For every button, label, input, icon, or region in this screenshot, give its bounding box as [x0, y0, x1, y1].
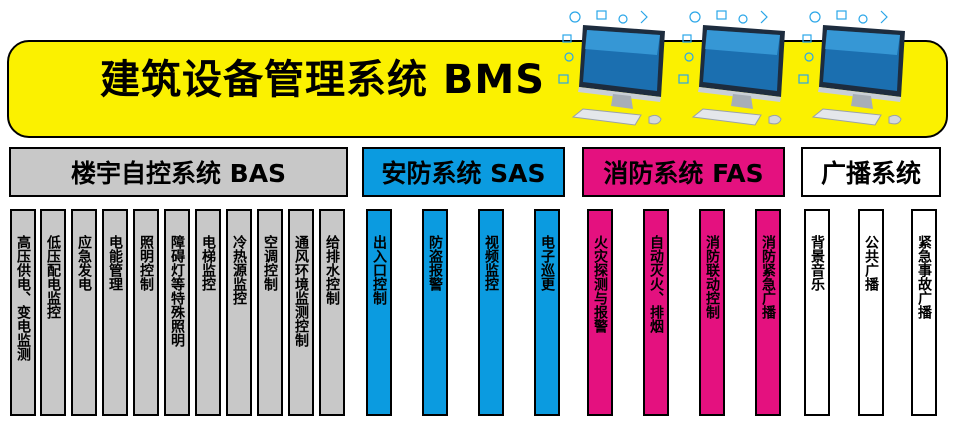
subsystem-label: 障碍灯等特殊照明 — [169, 235, 185, 347]
subsystem-label: 出入口控制 — [371, 235, 387, 305]
subsystem-label: 公共广播 — [863, 235, 879, 291]
subsystem-label: 紧急事故广播 — [916, 235, 932, 319]
subsystem-box: 给排水控制 — [319, 209, 345, 416]
subsystem-box: 低压配电监控 — [40, 209, 66, 416]
subsystem-label: 低压配电监控 — [45, 235, 61, 319]
subsystem-label: 视频监控 — [483, 235, 499, 291]
subsystem-box: 电子巡更 — [534, 209, 560, 416]
subsystem-box: 背景音乐 — [804, 209, 830, 416]
category-bas: 楼宇自控系统 BAS — [9, 147, 348, 197]
subsystem-label: 火灾探测与报警 — [592, 235, 608, 333]
subsystem-label: 通风环境监测控制 — [293, 235, 309, 347]
subsystem-box: 消防紧急广播 — [755, 209, 781, 416]
subsystem-label: 电子巡更 — [539, 235, 555, 291]
subsystem-label: 空调控制 — [262, 235, 278, 291]
bms-banner — [7, 40, 948, 138]
subsystem-label: 高压供电、变电监测 — [15, 235, 31, 361]
subsystem-label: 给排水控制 — [324, 235, 340, 305]
subsystem-label: 自动灭火、排烟 — [648, 235, 664, 333]
subsystem-box: 电梯监控 — [195, 209, 221, 416]
subsystem-label: 应急发电 — [76, 235, 92, 291]
subsystem-box: 视频监控 — [478, 209, 504, 416]
page-title: 建筑设备管理系统 BMS — [100, 57, 546, 103]
subsystem-box: 高压供电、变电监测 — [10, 209, 36, 416]
subsystem-box: 出入口控制 — [366, 209, 392, 416]
subsystem-box: 通风环境监测控制 — [288, 209, 314, 416]
subsystem-box: 防盗报警 — [422, 209, 448, 416]
subsystem-box: 空调控制 — [257, 209, 283, 416]
subsystem-box: 电能管理 — [102, 209, 128, 416]
subsystem-box: 应急发电 — [71, 209, 97, 416]
subsystem-box: 照明控制 — [133, 209, 159, 416]
category-sas: 安防系统 SAS — [362, 147, 565, 197]
subsystem-label: 冷热源监控 — [231, 235, 247, 305]
category-broadcast: 广播系统 — [801, 147, 941, 197]
subsystem-label: 背景音乐 — [809, 235, 825, 291]
computer-icon — [798, 10, 905, 126]
subsystem-box: 消防联动控制 — [699, 209, 725, 416]
subsystem-label: 消防紧急广播 — [760, 235, 776, 319]
subsystem-box: 冷热源监控 — [226, 209, 252, 416]
subsystem-box: 自动灭火、排烟 — [643, 209, 669, 416]
subsystem-label: 电能管理 — [107, 235, 123, 291]
subsystem-label: 消防联动控制 — [704, 235, 720, 319]
computer-icon — [558, 10, 665, 126]
subsystem-label: 电梯监控 — [200, 235, 216, 291]
computer-icon — [678, 10, 785, 126]
subsystem-box: 火灾探测与报警 — [587, 209, 613, 416]
subsystem-label: 防盗报警 — [427, 235, 443, 291]
subsystem-box: 公共广播 — [858, 209, 884, 416]
subsystem-box: 障碍灯等特殊照明 — [164, 209, 190, 416]
category-fas: 消防系统 FAS — [582, 147, 785, 197]
subsystem-label: 照明控制 — [138, 235, 154, 291]
subsystem-box: 紧急事故广播 — [911, 209, 937, 416]
